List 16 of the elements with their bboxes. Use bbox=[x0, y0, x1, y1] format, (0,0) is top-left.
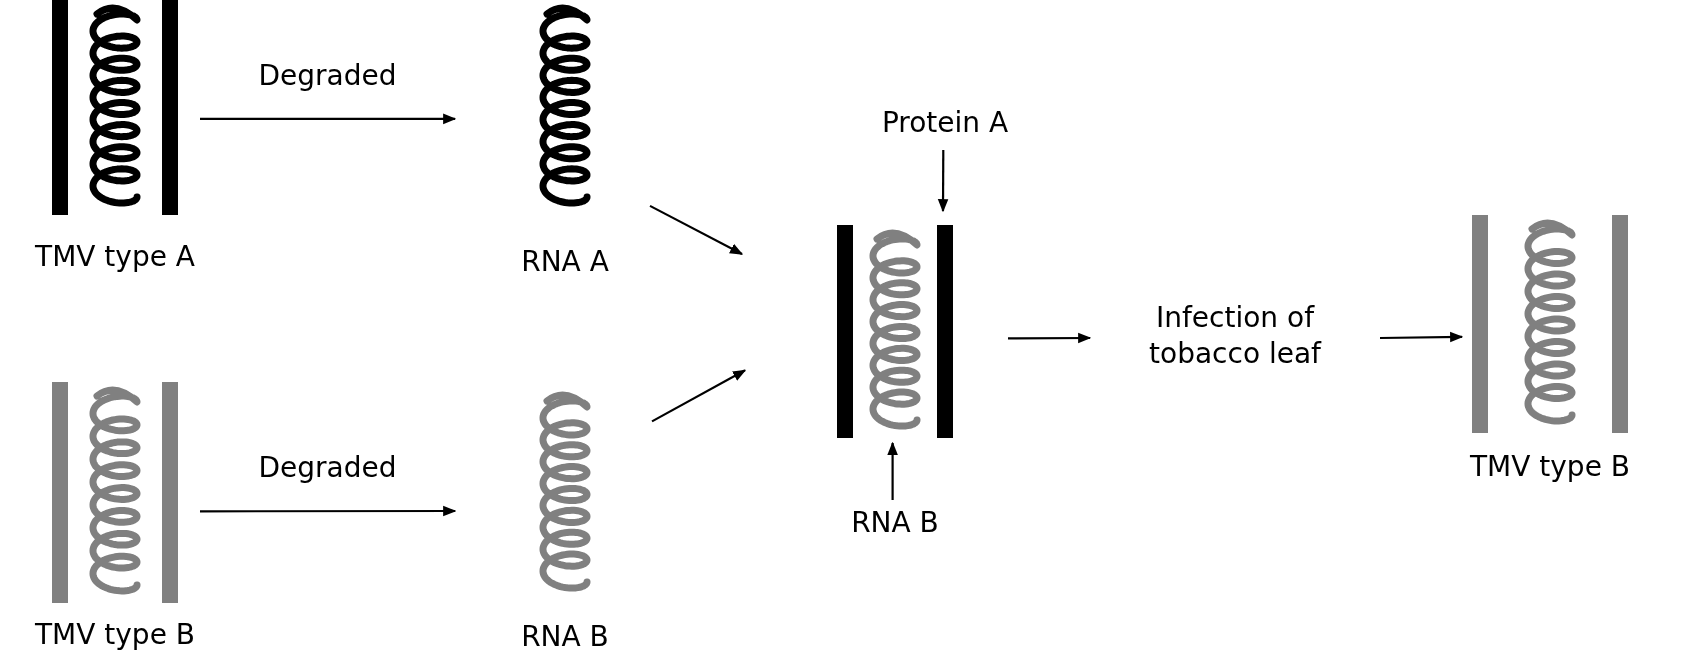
arrow bbox=[651, 369, 747, 423]
arrow bbox=[1380, 331, 1464, 343]
node-label: RNA B bbox=[521, 620, 609, 653]
node-label: TMV type A bbox=[35, 240, 195, 273]
arrow bbox=[649, 204, 744, 255]
text-label: Infection of tobacco leaf bbox=[1148, 300, 1323, 372]
text-label: Protein A bbox=[880, 105, 1010, 141]
arrow bbox=[1008, 332, 1092, 344]
arrow bbox=[937, 150, 949, 213]
node-label: TMV type B bbox=[1470, 450, 1630, 483]
arrow bbox=[200, 505, 457, 517]
text-label: RNA B bbox=[850, 505, 940, 541]
arrow bbox=[887, 441, 898, 500]
node-label: TMV type B bbox=[35, 618, 195, 651]
node-label: RNA A bbox=[521, 245, 609, 278]
arrow bbox=[200, 113, 457, 125]
